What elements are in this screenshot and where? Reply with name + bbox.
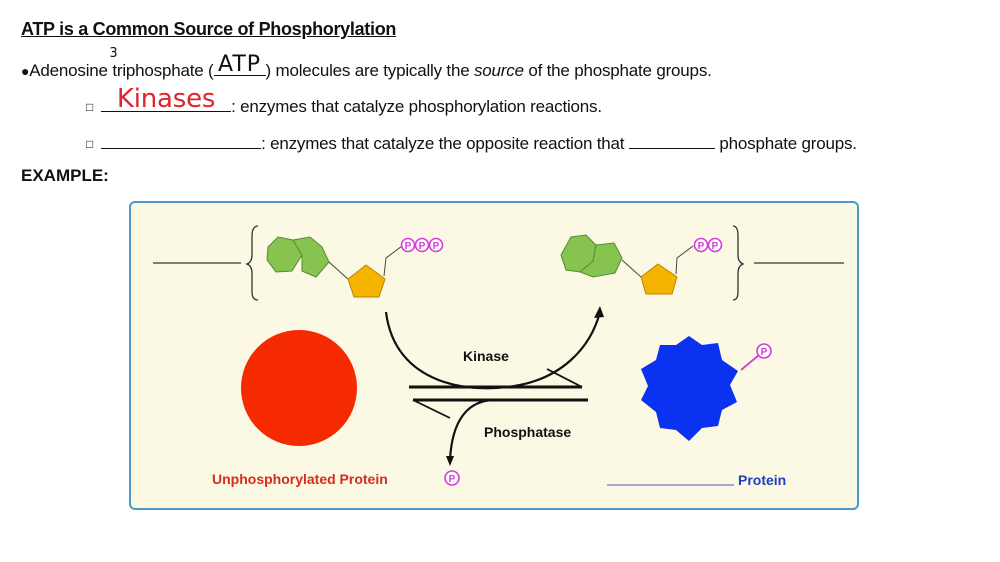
ribose-icon (640, 263, 678, 295)
atp-blank[interactable]: ATP (213, 52, 266, 77)
kinase-label: Kinase (463, 348, 509, 364)
diagram-panel (129, 201, 859, 510)
left-brace-icon (245, 225, 259, 301)
unphosphorylated-protein-icon (241, 330, 357, 446)
svg-text:P: P (449, 474, 456, 485)
svg-text:P: P (419, 241, 426, 252)
nucleobase-pentagon-icon (579, 242, 623, 278)
phosphatases-blank[interactable] (101, 131, 262, 149)
nucleobase-pentagon-icon (292, 236, 330, 278)
bullet-italic: source (474, 61, 524, 80)
kinases-blank[interactable]: Kinases (101, 84, 232, 114)
released-phosphate-icon: P (444, 470, 460, 486)
atp-answer: ATP (217, 52, 262, 77)
phosphatase-label: Phosphatase (484, 424, 572, 440)
bullet-marker: ● (21, 63, 30, 79)
sub-item-phosphatases: □ : enzymes that catalyze the opposite re… (86, 131, 857, 154)
bullet-suffix: of the phosphate groups. (523, 61, 712, 80)
protein-phosphate-icon: P (756, 343, 772, 359)
checkbox-icon[interactable]: □ (86, 100, 94, 114)
triphosphate-icon: P P P (400, 237, 444, 253)
unphosphorylated-protein-label: Unphosphorylated Protein (212, 471, 388, 487)
svg-text:P: P (698, 241, 705, 252)
atp-molecule: P P P (153, 225, 444, 301)
diphosphate-icon: P P (693, 237, 723, 253)
phosphorylated-protein-label: Protein (738, 472, 787, 488)
phosphorylated-protein-icon (641, 336, 738, 441)
removes-blank[interactable] (628, 131, 715, 149)
example-label: EXAMPLE: (21, 166, 109, 185)
bullet-text: ) molecules are typically the (265, 61, 474, 80)
svg-text:P: P (712, 241, 719, 252)
sub-item-text: : enzymes that catalyze phosphorylation … (231, 97, 602, 116)
svg-text:P: P (433, 241, 440, 252)
adp-molecule: P P (560, 225, 844, 301)
kinases-answer: Kinases (116, 84, 216, 114)
svg-text:P: P (761, 347, 768, 358)
nucleobase-hexagon-icon (266, 236, 303, 273)
phosphatase-arrow-icon (448, 398, 496, 461)
sub-item-text-end: phosphate groups. (714, 134, 857, 153)
sub-item-text: : enzymes that catalyze the opposite rea… (261, 134, 629, 153)
sub-item-kinases: □ Kinases : enzymes that catalyze phosphor… (86, 84, 602, 117)
handwritten-superscript: 3 (109, 46, 118, 61)
page-title: ATP is a Common Source of Phosphorylatio… (21, 19, 397, 39)
ribose-icon (347, 264, 386, 298)
right-brace-icon (732, 225, 745, 301)
svg-text:P: P (405, 241, 412, 252)
checkbox-icon[interactable]: □ (86, 137, 94, 151)
